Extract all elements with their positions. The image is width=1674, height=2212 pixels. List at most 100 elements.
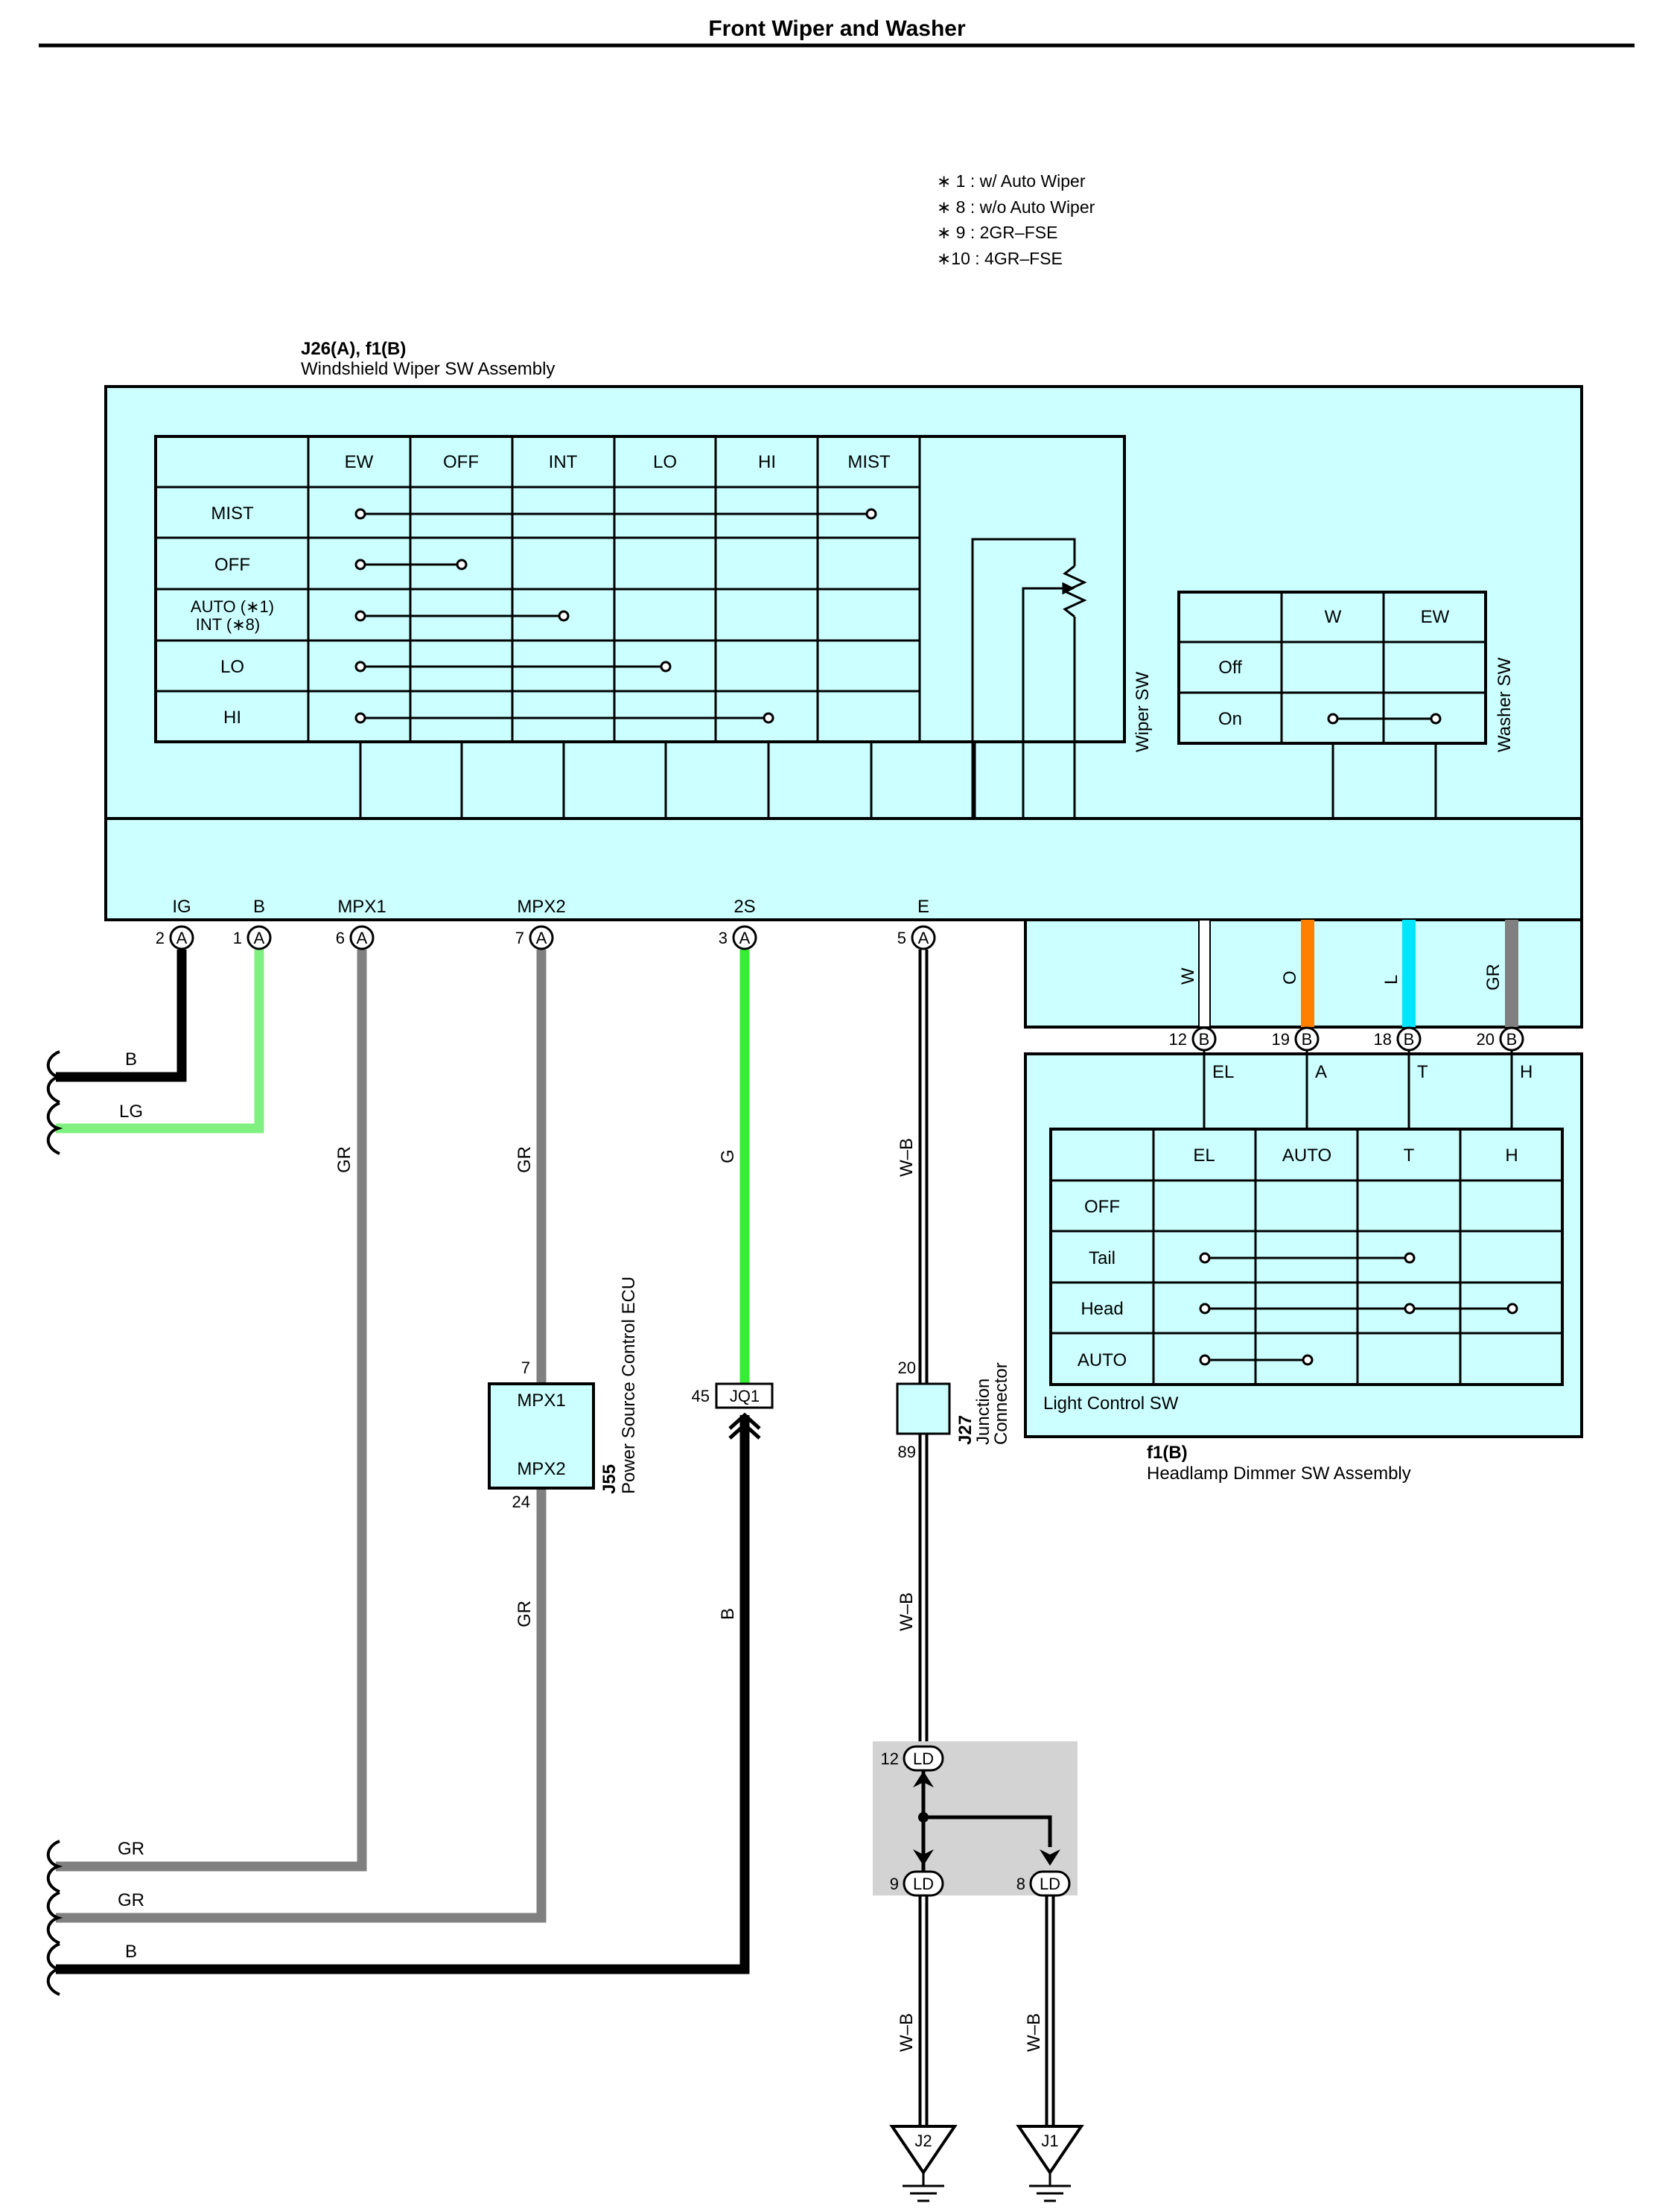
wire-b-lg — [56, 950, 264, 1134]
wire-label-gr-mpx2: GR — [515, 1146, 535, 1173]
junction-name-2: Connector — [991, 1362, 1011, 1445]
wire-break-symbols — [46, 1050, 63, 1996]
note-8: ∗ 8 : w/o Auto Wiper — [937, 197, 1095, 217]
wiper-col-off: OFF — [443, 452, 479, 472]
wire-label-b-low: B — [718, 1608, 738, 1620]
wiper-row-off: OFF — [214, 555, 250, 575]
hl-col-t: T — [1404, 1145, 1415, 1166]
wire-label-b-top: B — [125, 1049, 137, 1070]
wire-label-b-left: B — [125, 1942, 137, 1962]
wire-label-o: O — [1280, 970, 1300, 985]
washer-sw-label: Washer SW — [1495, 658, 1515, 752]
internal-wire-box: W O L GR — [1024, 918, 1583, 1029]
jq1-arrow — [728, 1412, 761, 1430]
pin-mpx2: 7 — [515, 929, 524, 947]
junction-connector: 20 89 J27 Junction Connector — [896, 1358, 1011, 1461]
wiper-continuity — [354, 508, 877, 724]
wiper-sw-label: Wiper SW — [1133, 672, 1153, 752]
wire-label-w: W — [1178, 967, 1198, 985]
wire-e-wb — [918, 950, 1055, 2126]
ecu-pin-bottom: 24 — [512, 1493, 530, 1511]
wiper-col-hi: HI — [758, 452, 776, 472]
wire-ig-b — [56, 950, 187, 1082]
wiper-row-hi: HI — [223, 708, 241, 728]
hl-continuity — [1199, 1252, 1518, 1366]
connectors-a: A A A A A A 2 1 6 7 3 5 — [156, 925, 936, 950]
wiper-row-lo: LO — [220, 657, 244, 677]
wire-label-gr-left-1: GR — [118, 1839, 144, 1859]
hl-col-el: EL — [1193, 1145, 1215, 1166]
power-source-ecu: MPX1 MPX2 7 24 J55 Power Source Control … — [488, 1277, 639, 1511]
wires — [56, 950, 1055, 2126]
jq1-pin: 45 — [692, 1387, 710, 1405]
conn-a-mpx1: A — [357, 929, 368, 947]
jq1-label: JQ1 — [730, 1387, 760, 1405]
wire-jq1-b — [56, 1415, 750, 1974]
jq1-connector: JQ1 45 — [692, 1382, 774, 1440]
headlamp-assembly-code: f1(B) — [1147, 1443, 1188, 1463]
headlamp-assembly: EL A T H EL AUTO T H OFF Tail Head AUTO … — [1024, 1050, 1583, 1438]
ground-j1: J1 — [1016, 2125, 1084, 2202]
pin-mpx1: 6 — [336, 929, 345, 947]
wire-label-wb-2: W–B — [897, 1592, 917, 1631]
wiper-row-int: INT (∗8) — [196, 615, 260, 634]
pin-20: 20 — [1477, 1030, 1495, 1049]
pin-b: 1 — [233, 929, 242, 947]
wiper-assembly-name: Windshield Wiper SW Assembly — [301, 359, 555, 379]
terminal-2s: 2S — [733, 897, 755, 917]
terminal-e: E — [917, 897, 929, 917]
pin-18: 18 — [1374, 1030, 1392, 1049]
wiper-col-int: INT — [549, 452, 578, 472]
wire-label-l: L — [1381, 975, 1401, 985]
ld-left-pin: 9 — [890, 1875, 899, 1893]
wiper-assembly: EW OFF INT LO HI MIST MIST OFF AUTO (∗1)… — [104, 385, 1583, 921]
wire-label-gr-left-2: GR — [118, 1890, 144, 1910]
washer-row-off: Off — [1218, 658, 1242, 678]
wire-label-wb-4: W–B — [1024, 2013, 1044, 2052]
pin-ig: 2 — [156, 929, 165, 947]
conn-a-ig: A — [176, 929, 188, 947]
pin-2s: 3 — [719, 929, 728, 947]
note-1: ∗ 1 : w/ Auto Wiper — [937, 171, 1086, 191]
ecu-code: J55 — [599, 1464, 620, 1494]
hl-row-off: OFF — [1084, 1197, 1120, 1217]
washer-col-ew: EW — [1421, 607, 1450, 627]
wire-label-wb-3: W–B — [897, 2013, 917, 2052]
ecu-name: Power Source Control ECU — [619, 1277, 639, 1494]
page-title: Front Wiper and Washer — [708, 16, 966, 41]
wire-label-gr: GR — [1483, 964, 1503, 991]
wire-label-lg: LG — [119, 1102, 143, 1122]
ground-j2: J2 — [889, 2125, 958, 2202]
ld-top-label: LD — [913, 1749, 934, 1768]
ground-j1-label: J1 — [1041, 2132, 1058, 2150]
pin-12: 12 — [1169, 1030, 1187, 1049]
note-9: ∗ 9 : 2GR–FSE — [937, 223, 1057, 242]
wiper-assembly-code: J26(A), f1(B) — [301, 339, 406, 359]
ground-j2-label: J2 — [914, 2132, 932, 2150]
ld-left-label: LD — [913, 1875, 934, 1893]
hl-terminal-h: H — [1520, 1062, 1533, 1082]
wiper-col-mist: MIST — [847, 452, 891, 472]
pin-e: 5 — [897, 929, 906, 947]
ecu-pin-top: 7 — [521, 1358, 530, 1377]
conn-b-12: B — [1199, 1030, 1210, 1049]
junction-code: J27 — [955, 1415, 976, 1445]
wiper-row-mist: MIST — [211, 503, 254, 524]
notes: ∗ 1 : w/ Auto Wiper ∗ 8 : w/o Auto Wiper… — [937, 171, 1095, 268]
washer-col-w: W — [1325, 607, 1342, 627]
conn-a-e: A — [918, 929, 929, 947]
ecu-mpx2-label: MPX2 — [517, 1459, 565, 1479]
int-volume-resistor — [971, 538, 1087, 819]
hl-row-tail: Tail — [1089, 1248, 1116, 1268]
hl-col-auto: AUTO — [1282, 1145, 1331, 1166]
conn-b-20: B — [1506, 1030, 1518, 1049]
conn-b-18: B — [1404, 1030, 1415, 1049]
ld-right-pin: 8 — [1016, 1875, 1025, 1893]
ld-right-label: LD — [1040, 1875, 1060, 1893]
terminal-ig: IG — [172, 897, 191, 917]
headlamp-assembly-name: Headlamp Dimmer SW Assembly — [1147, 1463, 1411, 1484]
hl-row-head: Head — [1081, 1299, 1123, 1319]
wire-mpx2-gr-lower — [56, 1488, 547, 1923]
light-control-sw-label: Light Control SW — [1043, 1393, 1179, 1414]
